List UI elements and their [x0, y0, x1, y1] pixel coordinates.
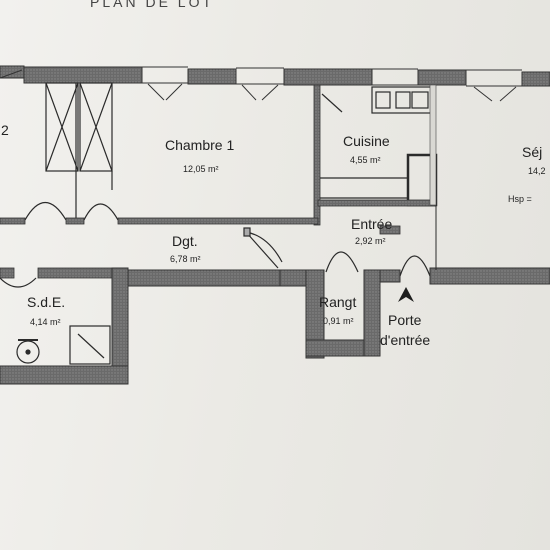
room-area-kitchen: 4,55 m²	[350, 155, 381, 165]
bathroom-walls	[0, 267, 129, 385]
wall-bedroom-kitchen	[313, 84, 321, 226]
wall-bedrooms-bottom	[0, 202, 319, 225]
room-area-living: 14,2	[528, 166, 546, 176]
front-door-arrow	[398, 287, 414, 302]
room-area-bedroom1: 12,05 m²	[183, 164, 219, 174]
room-area-storage: 0,91 m²	[323, 316, 354, 326]
storage-walls	[305, 251, 381, 359]
room-area-entrance: 2,92 m²	[355, 236, 386, 246]
room-area-corridor: 6,78 m²	[170, 254, 201, 264]
plan-header: PLAN DE LOT	[90, 0, 215, 10]
exterior-wall-top	[0, 65, 550, 102]
front-door-label-line2: d'entrée	[380, 332, 431, 348]
front-door-label-line1: Porte	[388, 312, 422, 328]
room-label-living: Séj	[522, 144, 543, 160]
room-label-bedroom2: 2	[1, 122, 9, 138]
room-label-entrance: Entrée	[351, 216, 393, 232]
wardrobe-left	[45, 82, 113, 172]
room-label-bathroom: S.d.E.	[27, 294, 66, 310]
room-label-bedroom1: Chambre 1	[165, 137, 235, 153]
wall-kitchen-bottom	[317, 84, 437, 207]
bathroom-fixtures	[16, 325, 111, 365]
room-label-kitchen: Cuisine	[343, 133, 390, 149]
wall-corridor-bottom	[119, 269, 307, 287]
room-area-bathroom: 4,14 m²	[30, 317, 61, 327]
corridor-door	[243, 227, 283, 269]
entrance-walls	[379, 225, 550, 285]
room-label-storage: Rangt	[319, 294, 357, 310]
ceiling-height-label: Hsp =	[508, 194, 532, 204]
room-label-corridor: Dgt.	[172, 233, 198, 249]
